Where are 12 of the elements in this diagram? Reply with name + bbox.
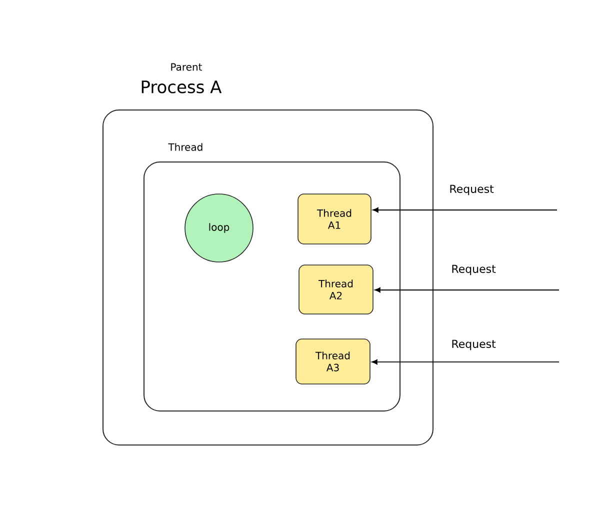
edge-label: Request bbox=[452, 264, 496, 276]
thread-box: Thread A3 bbox=[296, 338, 370, 384]
node-label: Thread bbox=[168, 143, 202, 151]
edge-label: Request bbox=[450, 184, 494, 196]
arrow bbox=[374, 287, 560, 293]
node-label: Process A bbox=[142, 80, 222, 94]
edge-label: Request bbox=[452, 340, 496, 350]
arrow bbox=[372, 207, 558, 213]
node-label: Parent bbox=[171, 63, 202, 71]
thread-box: Thread A2 bbox=[298, 264, 374, 314]
thread-box: Thread A1 bbox=[298, 194, 372, 244]
arrow bbox=[372, 359, 560, 365]
